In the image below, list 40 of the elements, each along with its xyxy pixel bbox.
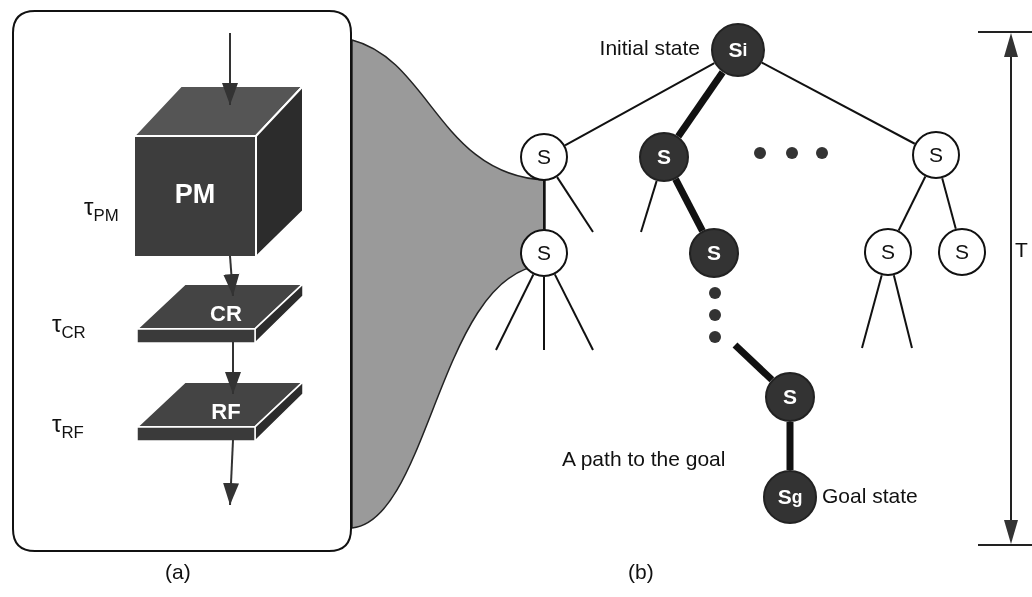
time-label: τ$_{RF}$ [52,410,84,443]
state-circle: S [864,228,912,276]
time-label: τ$_{CR}$ [52,310,86,343]
panel-caption: (a) [165,560,191,584]
tree-edge [786,422,794,470]
branch-line [861,274,883,349]
block-label: CR [209,301,243,327]
state-circle: S [520,133,568,181]
path-state-circle: S [639,132,689,182]
path-state-circle: S [689,228,739,278]
state-label: Goal state [822,484,918,508]
branch-line [732,342,775,383]
branch-line [543,276,545,351]
branch-line [553,273,594,351]
branch-line [892,274,913,349]
tree-edge [675,70,726,139]
panel-caption: (b) [628,560,654,584]
branch-line [640,179,658,233]
tree-edge [564,62,716,147]
depth-label: T [1015,238,1028,262]
tree-edge [543,180,545,230]
block-label: PM [173,179,217,210]
arrow [222,32,238,106]
arrow [223,255,240,297]
arrow [225,341,241,395]
tree-edge [941,177,957,230]
branch-line [556,176,594,233]
path-state-circle: S [765,372,815,422]
state-circle: S [912,131,960,179]
state-circle: S [938,228,986,276]
tree-edge [672,177,706,233]
branch-line [495,273,535,351]
state-circle: S [520,229,568,277]
tree-edge [760,61,916,145]
state-label: Initial state [599,36,700,60]
tree-edge [897,175,927,232]
time-label: τ$_{PM}$ [84,193,119,226]
arrow [223,439,239,506]
block-label: RF [210,399,242,425]
path-label: A path to the goal [562,447,726,471]
